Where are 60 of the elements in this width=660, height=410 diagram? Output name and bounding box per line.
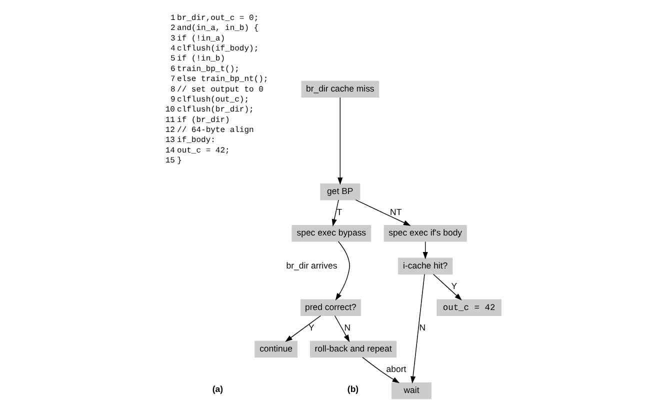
label: // 64-byte align — [176, 126, 254, 136]
node-box: get BP — [320, 184, 360, 200]
arrow — [334, 315, 350, 342]
edge-label: N — [344, 322, 350, 333]
label: 15 — [164, 156, 174, 166]
node-box: spec exec if's body — [383, 225, 466, 242]
edge-label: Y — [308, 322, 314, 333]
edge-label: T — [336, 206, 342, 217]
label: clflush(out_c); — [176, 95, 249, 104]
edge-label: Y — [450, 281, 457, 292]
node-box: pred correct? — [300, 299, 360, 316]
label: 3 — [170, 34, 175, 44]
label: if (!in_a) — [176, 34, 225, 44]
label: if (br_dir) — [176, 116, 230, 125]
label: 8 — [170, 85, 175, 94]
node-box: wait — [391, 382, 432, 400]
arrow — [362, 356, 400, 384]
label: 9 — [170, 95, 175, 104]
label: 12 — [164, 126, 174, 136]
arrow — [337, 97, 342, 185]
label: if_body: — [176, 136, 215, 146]
label: (b) — [346, 384, 358, 394]
label: out_c = 42; — [176, 146, 230, 156]
arrow — [354, 200, 410, 226]
label: 13 — [164, 136, 174, 146]
label: 1 — [170, 14, 175, 23]
label: (a) — [212, 384, 222, 394]
label: } — [176, 156, 182, 166]
edge-label: abort — [386, 364, 406, 374]
label: br_dir,out_c = 0; — [176, 14, 258, 23]
label: 10 — [164, 106, 174, 115]
edge-label: N — [418, 322, 426, 333]
arrow — [410, 274, 424, 384]
label: and(in_a, in_b) { — [176, 24, 258, 34]
node-box: continue — [254, 340, 298, 358]
node-box: out_c = 42 — [436, 299, 501, 316]
arrow — [334, 241, 350, 301]
node-box: i-cache hit? — [398, 258, 452, 275]
label: 14 — [164, 146, 174, 156]
label: else train_bp_nt(); — [176, 75, 268, 84]
edge-label: NT — [390, 206, 402, 217]
label: 2 — [170, 24, 175, 34]
label: train_bp_t(); — [176, 64, 239, 74]
label: clflush(br_dir); — [176, 106, 254, 115]
arrow — [432, 274, 462, 300]
arrow — [331, 200, 338, 226]
label: if (!in_b) — [176, 54, 225, 64]
node-box: roll-back and repeat — [309, 340, 396, 358]
label: 6 — [170, 64, 175, 74]
arrow — [284, 315, 321, 342]
label: // set output to 0 — [176, 85, 263, 94]
arrow — [422, 241, 428, 260]
label: clflush(if_body); — [176, 44, 258, 54]
label: 7 — [170, 75, 175, 84]
label: br_dir arrives — [286, 260, 337, 270]
label: 4 — [170, 44, 175, 54]
label: 11 — [164, 116, 174, 125]
label: 5 — [170, 54, 175, 64]
node-box: spec exec bypass — [291, 225, 371, 242]
node-box: br_dir cache miss — [300, 80, 379, 98]
